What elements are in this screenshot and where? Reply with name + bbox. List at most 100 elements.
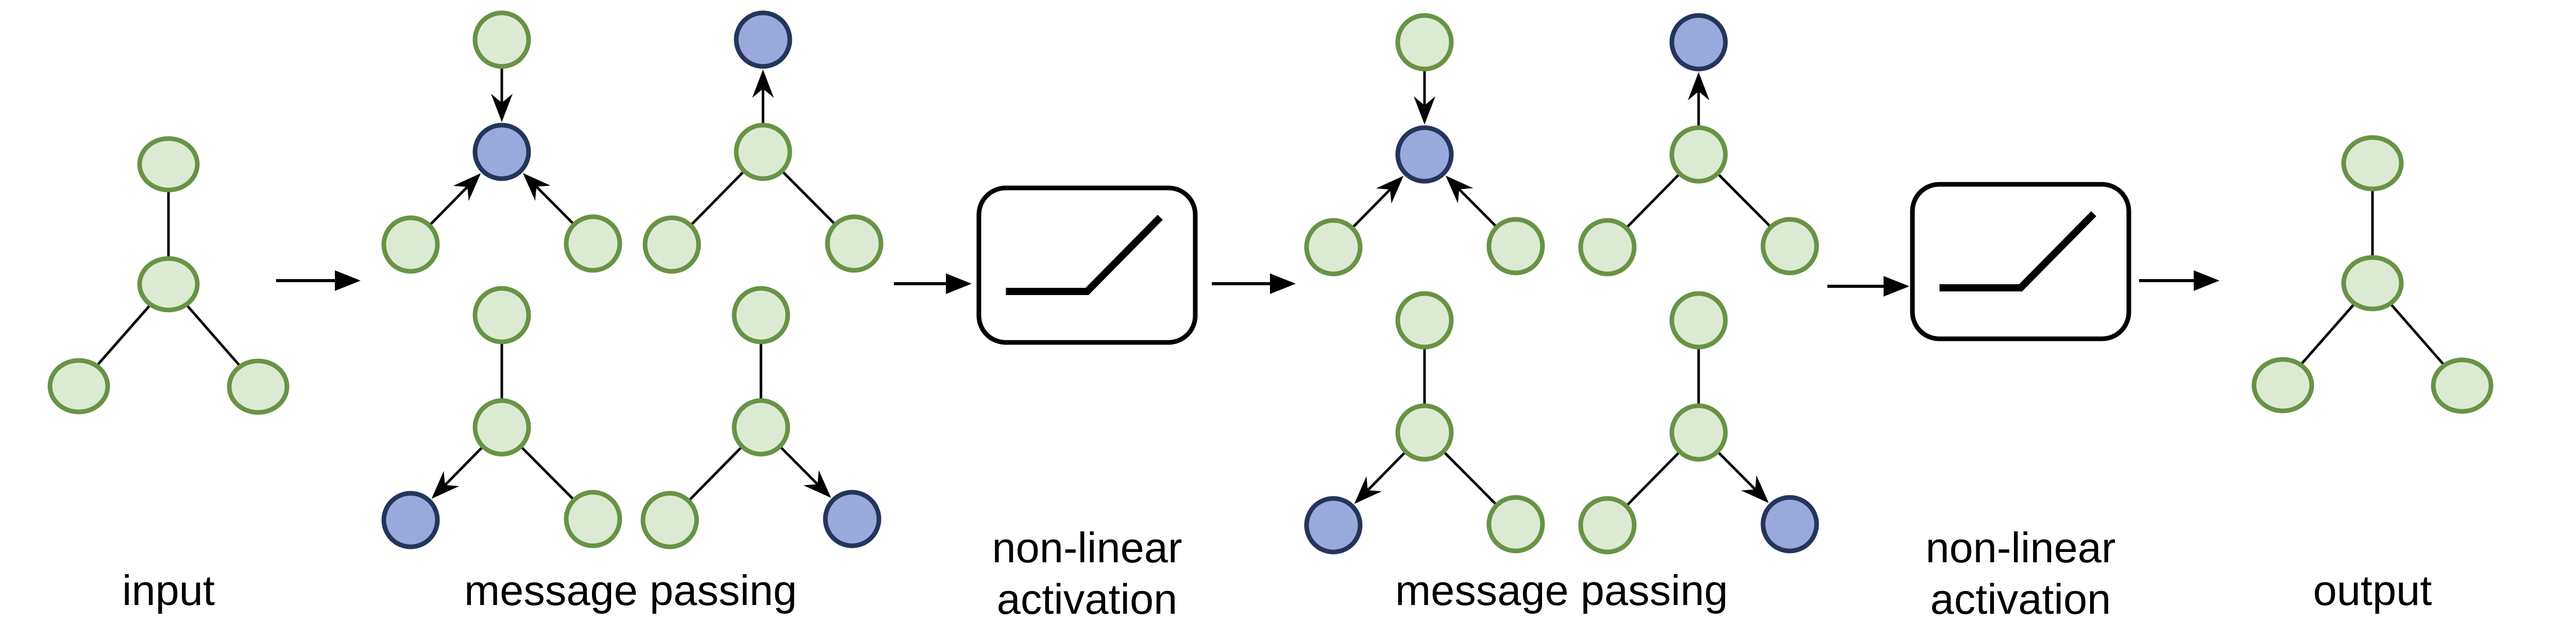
label-input: input <box>122 566 215 614</box>
edge-arrowhead-icon <box>1354 476 1382 504</box>
graph-node-bottom-right <box>564 214 622 273</box>
graph-node-bottom-right <box>1486 495 1545 554</box>
graph-edge-directed <box>535 185 574 224</box>
input-graph <box>47 136 290 415</box>
flow-arrowhead-icon <box>2194 270 2219 291</box>
graph-node-bottom-left <box>642 215 701 274</box>
graph-node-highlighted-bottom-left <box>1304 496 1363 555</box>
graph-edge-directed <box>444 446 483 486</box>
diagram-shapes <box>47 10 2494 555</box>
mp2-send-top <box>1578 13 1819 277</box>
edge-arrowhead-icon <box>1445 176 1473 203</box>
graph-node-top <box>472 286 531 344</box>
label-nonlinear-2-line1: non-linear <box>1925 524 2115 572</box>
graph-edge <box>520 446 574 500</box>
relu-curve-icon <box>1006 215 1163 295</box>
mp2-aggregate-center <box>1304 13 1545 277</box>
graph-node-bottom-left <box>2251 357 2314 413</box>
graph-node-highlighted-top <box>1669 13 1728 72</box>
graph-edge-directed <box>1352 188 1391 228</box>
graph-node-highlighted-center <box>1395 125 1454 184</box>
edge-arrowhead-icon <box>491 94 513 122</box>
graph-node-bottom-left <box>47 358 110 414</box>
graph-edge-directed <box>1458 188 1497 227</box>
relu-curve-icon <box>1939 211 2096 291</box>
label-message-passing-1: message passing <box>464 566 797 614</box>
graph-edge <box>690 170 744 226</box>
graph-edge <box>96 304 151 367</box>
edge-arrowhead-icon <box>1376 176 1404 204</box>
flow-arrow-4 <box>1827 276 1909 297</box>
graph-node-top <box>732 286 790 344</box>
nonlinear-activation-box-1 <box>976 185 1198 345</box>
graph-edge-directed <box>1367 452 1406 491</box>
flow-arrowhead-icon <box>335 270 361 291</box>
activation-box <box>1910 182 2131 341</box>
graph-node-bottom-left <box>640 491 699 549</box>
mp1-send-bottom-right <box>640 286 882 549</box>
mp1-send-bottom-left <box>381 286 622 549</box>
graph-node-highlighted-top <box>734 10 792 69</box>
flow-arrowhead-icon <box>946 273 972 294</box>
graph-node-center <box>734 123 792 181</box>
graph-node-bottom-right <box>825 214 884 273</box>
graph-node-highlighted-bottom-right <box>823 490 882 548</box>
flow-arrow-1 <box>276 270 361 291</box>
graph-node-bottom-left <box>1578 496 1637 555</box>
graph-edge <box>2389 303 2445 366</box>
output-graph <box>2251 135 2494 414</box>
graph-node-center <box>732 398 790 457</box>
mp2-send-bottom-left <box>1304 291 1545 555</box>
graph-edge <box>782 170 836 225</box>
graph-node-highlighted-center <box>472 123 531 181</box>
diagram-labels: input message passing non-linear activat… <box>122 524 2432 622</box>
graph-edge <box>2300 303 2355 366</box>
graph-edge <box>688 446 742 502</box>
graph-node-bottom-right <box>227 358 290 415</box>
edge-arrowhead-icon <box>453 173 481 201</box>
flow-arrow-3 <box>1212 273 1296 294</box>
edge-arrowhead-icon <box>431 471 460 499</box>
graph-edge <box>185 304 241 367</box>
graph-node-bottom-right <box>1486 217 1545 275</box>
label-message-passing-2: message passing <box>1395 566 1728 614</box>
label-output: output <box>2313 566 2432 614</box>
graph-edge <box>1717 173 1771 228</box>
graph-node-bottom-left <box>381 215 440 274</box>
graph-node-top <box>137 136 200 193</box>
graph-edge <box>1626 451 1680 507</box>
label-nonlinear-2-line2: activation <box>1930 575 2111 622</box>
graph-node-highlighted-bottom-right <box>1760 495 1819 554</box>
edge-arrowhead-icon <box>1414 96 1435 125</box>
graph-node-center <box>472 398 531 457</box>
mp2-send-bottom-right <box>1578 291 1819 555</box>
graph-node-top <box>1395 13 1454 72</box>
graph-node-highlighted-bottom-left <box>381 491 440 549</box>
edge-arrowhead-icon <box>1741 475 1769 503</box>
mp1-send-top <box>642 10 884 274</box>
flow-arrowhead-icon <box>1270 273 1296 294</box>
edge-arrowhead-icon <box>1688 72 1709 100</box>
label-nonlinear-1-line1: non-linear <box>992 524 1182 572</box>
graph-node-bottom-right <box>2431 357 2494 414</box>
graph-node-bottom-left <box>1578 218 1637 277</box>
graph-node-center <box>1395 403 1454 462</box>
graph-node-top <box>1669 291 1728 350</box>
mp1-aggregate-center <box>381 10 622 274</box>
graph-node-center <box>2341 255 2404 312</box>
graph-node-top <box>2341 135 2404 192</box>
edge-arrowhead-icon <box>522 173 551 201</box>
nonlinear-activation-box-2 <box>1910 182 2131 341</box>
graph-node-bottom-left <box>1304 218 1363 277</box>
graph-node-bottom-right <box>1760 217 1819 275</box>
graph-node-top <box>1395 291 1454 350</box>
flow-arrowhead-icon <box>1884 276 1909 297</box>
graph-edge-directed <box>1718 452 1756 491</box>
graph-node-bottom-right <box>564 490 622 548</box>
graph-node-center <box>1669 125 1728 184</box>
activation-box <box>976 185 1198 345</box>
label-nonlinear-1-line2: activation <box>997 575 1178 622</box>
edge-arrowhead-icon <box>752 70 774 98</box>
